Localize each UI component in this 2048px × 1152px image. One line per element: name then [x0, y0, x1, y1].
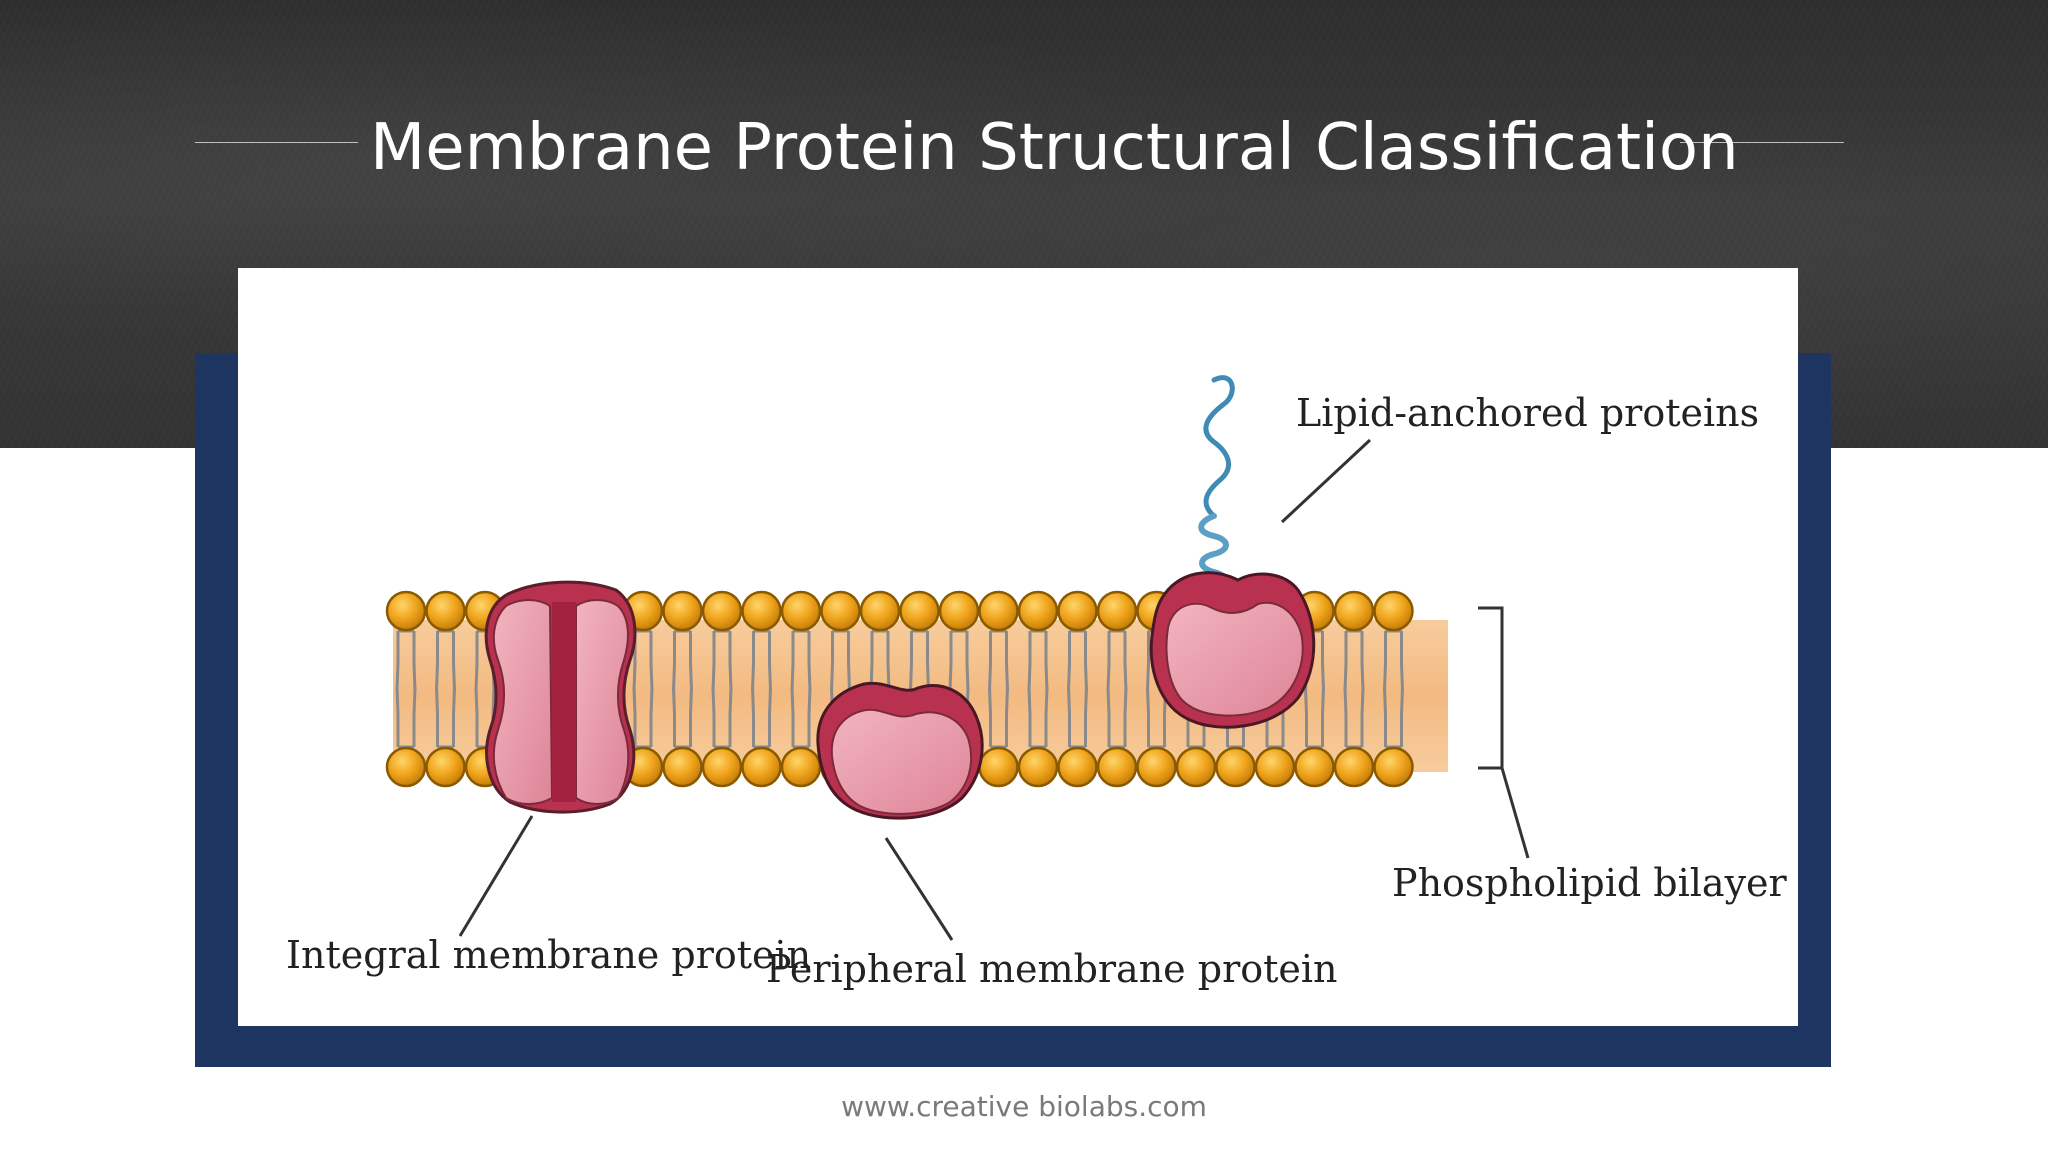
label-integral: Integral membrane protein	[286, 933, 811, 977]
lipid-head	[1333, 590, 1375, 632]
lipid-head	[1136, 746, 1177, 788]
lipid-head	[1096, 746, 1138, 788]
membrane-figure: Lipid-anchored proteins Integral membran…	[238, 268, 1798, 1026]
integral-protein	[484, 580, 637, 814]
lipid-head	[780, 590, 822, 632]
label-lipid-anchored: Lipid-anchored proteins	[1296, 391, 1759, 435]
lipid-head	[899, 590, 940, 632]
lipid-head	[662, 590, 703, 632]
lipid-head	[1096, 590, 1138, 632]
lipid-head	[1057, 746, 1098, 788]
lipid-head	[385, 746, 427, 788]
lipid-head	[1175, 746, 1217, 788]
lipid-heads	[385, 590, 1414, 788]
lipid-head	[1017, 746, 1059, 788]
leader-peripheral	[884, 837, 954, 941]
lipid-head	[978, 590, 1019, 632]
lipid-head	[1373, 590, 1414, 632]
title-rule-right	[1680, 142, 1844, 143]
lipid-head	[701, 590, 743, 632]
lipid-head	[820, 590, 861, 632]
lipid-head	[1017, 590, 1059, 632]
label-phospholipid-bilayer: Phospholipid bilayer	[1392, 861, 1788, 905]
leader-integral	[458, 815, 534, 937]
lipid-head	[1373, 746, 1414, 788]
lipid-head	[662, 746, 703, 788]
lipid-head	[741, 746, 782, 788]
lipid-head	[741, 590, 782, 632]
lipid-head	[1057, 590, 1098, 632]
lipid-head	[1294, 746, 1335, 788]
lipid-head	[701, 746, 743, 788]
lipid-head	[425, 590, 466, 632]
footer-url: www.creative biolabs.com	[841, 1090, 1207, 1123]
membrane-diagram: Lipid-anchored proteins Integral membran…	[286, 375, 1788, 991]
lipid-head	[1333, 746, 1375, 788]
leader-bilayer	[1500, 767, 1530, 859]
lipid-head	[938, 590, 980, 632]
lipid-head	[780, 746, 822, 788]
lipid-head	[1215, 746, 1256, 788]
lipid-head	[978, 746, 1019, 788]
slide-title: Membrane Protein Structural Classificati…	[370, 111, 1739, 185]
lipid-head	[859, 590, 901, 632]
leader-lipid-anchored	[1280, 438, 1372, 524]
lipid-head	[1254, 746, 1296, 788]
bilayer-bracket	[1478, 606, 1504, 770]
label-peripheral: Peripheral membrane protein	[766, 947, 1338, 991]
peripheral-protein	[816, 681, 984, 820]
lipid-anchored-protein	[1149, 375, 1316, 729]
title-rule-left	[195, 142, 358, 143]
lipid-head	[385, 590, 427, 632]
lipid-head	[425, 746, 466, 788]
